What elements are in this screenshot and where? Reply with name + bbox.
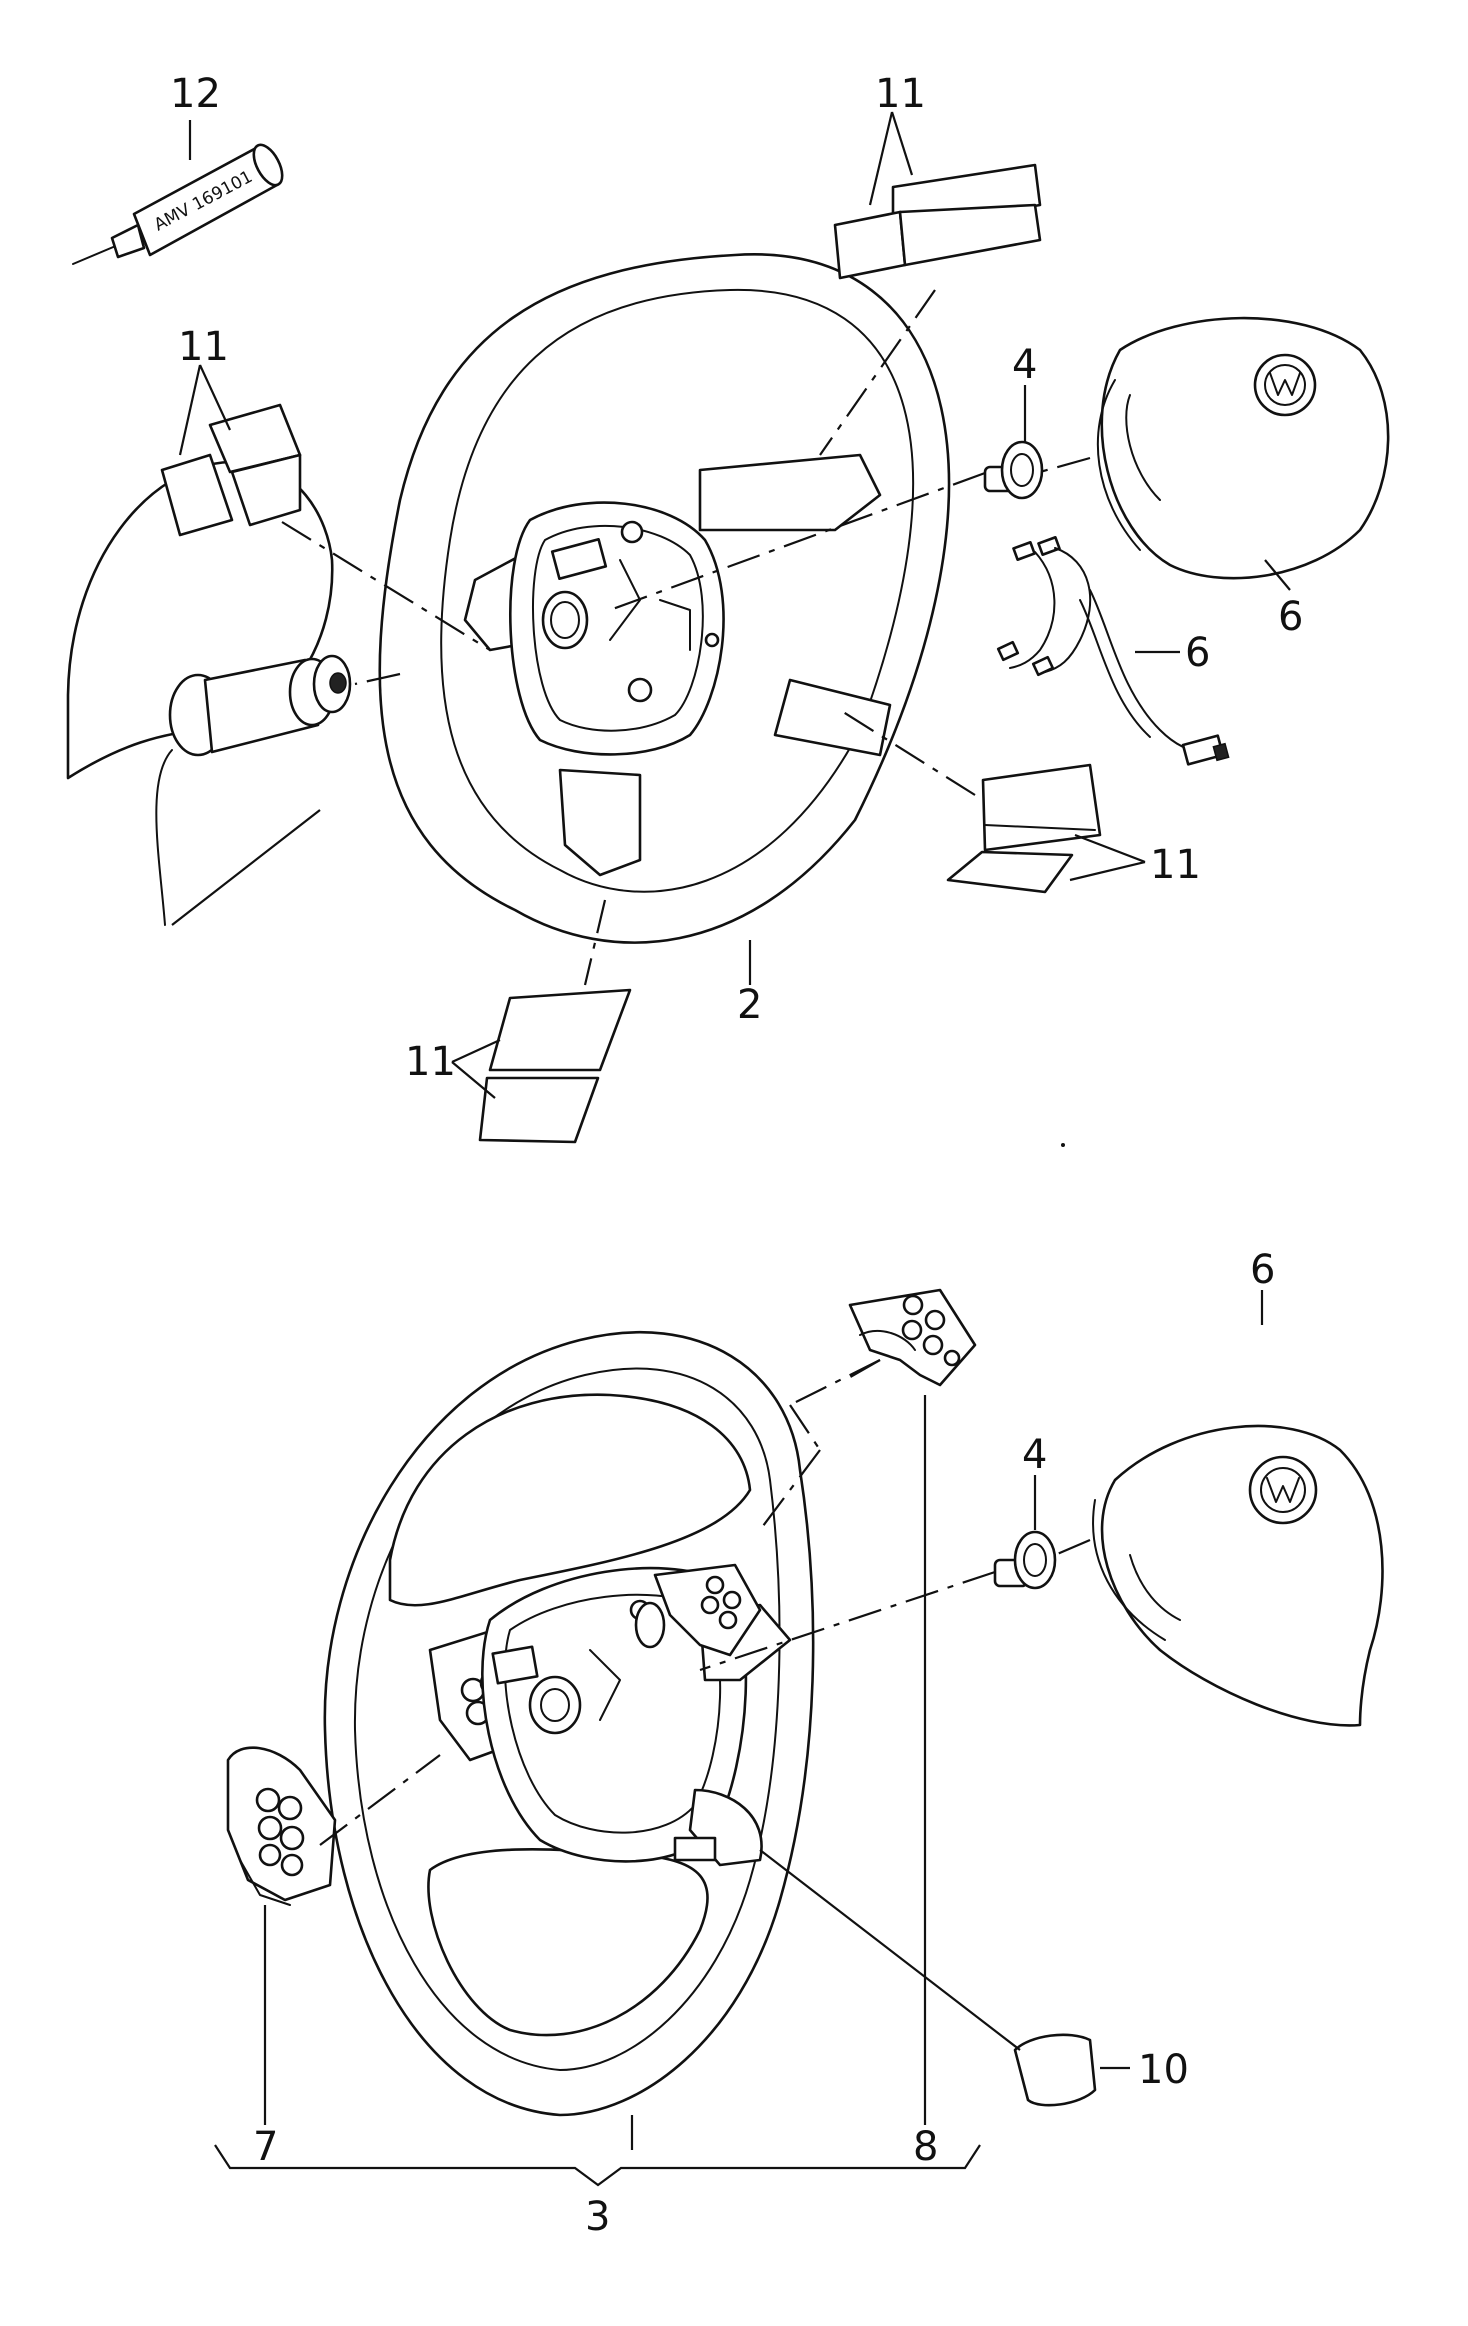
callout-7: 7 (253, 2124, 278, 2170)
spoke-cover-top (833, 163, 1042, 280)
callout-11-bottom: 11 (405, 1039, 456, 1085)
steering-wheel-3 (323, 1331, 815, 2117)
callout-6-airbag-bottom: 6 (1250, 1247, 1275, 1293)
spoke-cover-bottom (478, 988, 632, 1144)
airbag-top (1096, 316, 1390, 580)
callout-6-wire: 6 (1185, 630, 1210, 676)
spoke-cover-left (160, 403, 302, 537)
stray-dot (1061, 1143, 1065, 1147)
airbag-bottom (1092, 1424, 1384, 1727)
callout-8: 8 (913, 2124, 938, 2170)
switch-module-left (226, 1746, 337, 1906)
callout-10: 10 (1138, 2047, 1189, 2093)
callout-4-bottom: 4 (1022, 1432, 1047, 1478)
callout-2: 2 (737, 982, 762, 1028)
switch-module-right-upper (848, 1288, 977, 1387)
cover-cap (1013, 2033, 1097, 2107)
callout-3: 3 (585, 2194, 610, 2240)
callout-6-airbag-top: 6 (1278, 594, 1303, 640)
callout-11-left: 11 (178, 324, 229, 370)
steering-wheel-2 (378, 253, 951, 944)
callout-12: 12 (170, 71, 221, 117)
callout-11-top: 11 (875, 71, 926, 117)
bolt-top (983, 440, 1044, 500)
spoke-cover-right (946, 763, 1102, 894)
wiring-harness (996, 535, 1230, 766)
callout-11-right: 11 (1150, 842, 1201, 888)
steering-column (66, 460, 352, 926)
lubricant-tube: AMV 169101 (72, 143, 284, 265)
callout-4-top: 4 (1012, 342, 1037, 388)
switch-module-installed (634, 1563, 762, 1657)
bolt-bottom (993, 1530, 1057, 1590)
